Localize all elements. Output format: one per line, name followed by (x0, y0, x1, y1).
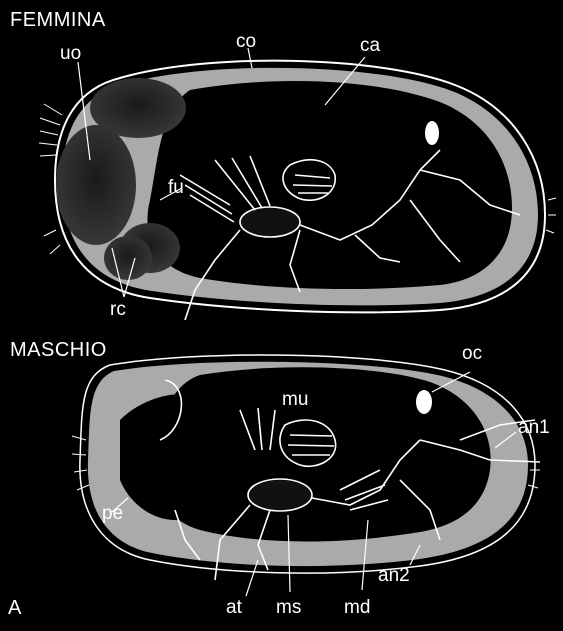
female-body-cavity (147, 81, 512, 289)
label-co: co (236, 32, 256, 51)
label-fu: fu (168, 178, 184, 197)
label-ca: ca (360, 36, 380, 55)
label-mu: mu (282, 390, 308, 409)
label-ms: ms (276, 598, 301, 617)
label-at: at (226, 598, 242, 617)
label-pe: pe (102, 504, 123, 523)
label-uo: uo (60, 44, 81, 63)
female-specimen (39, 48, 556, 320)
panel-letter: A (8, 598, 22, 618)
egg-4 (104, 236, 152, 280)
male-eye (416, 390, 432, 414)
egg-2 (56, 125, 136, 245)
label-md: md (344, 598, 370, 617)
label-an2: an2 (378, 566, 410, 585)
label-an1: an1 (518, 418, 550, 437)
female-eye (425, 121, 439, 145)
label-oc: oc (462, 344, 482, 363)
female-title: FEMMINA (10, 10, 106, 30)
label-rc: rc (110, 300, 126, 319)
male-title: MASCHIO (10, 340, 107, 360)
